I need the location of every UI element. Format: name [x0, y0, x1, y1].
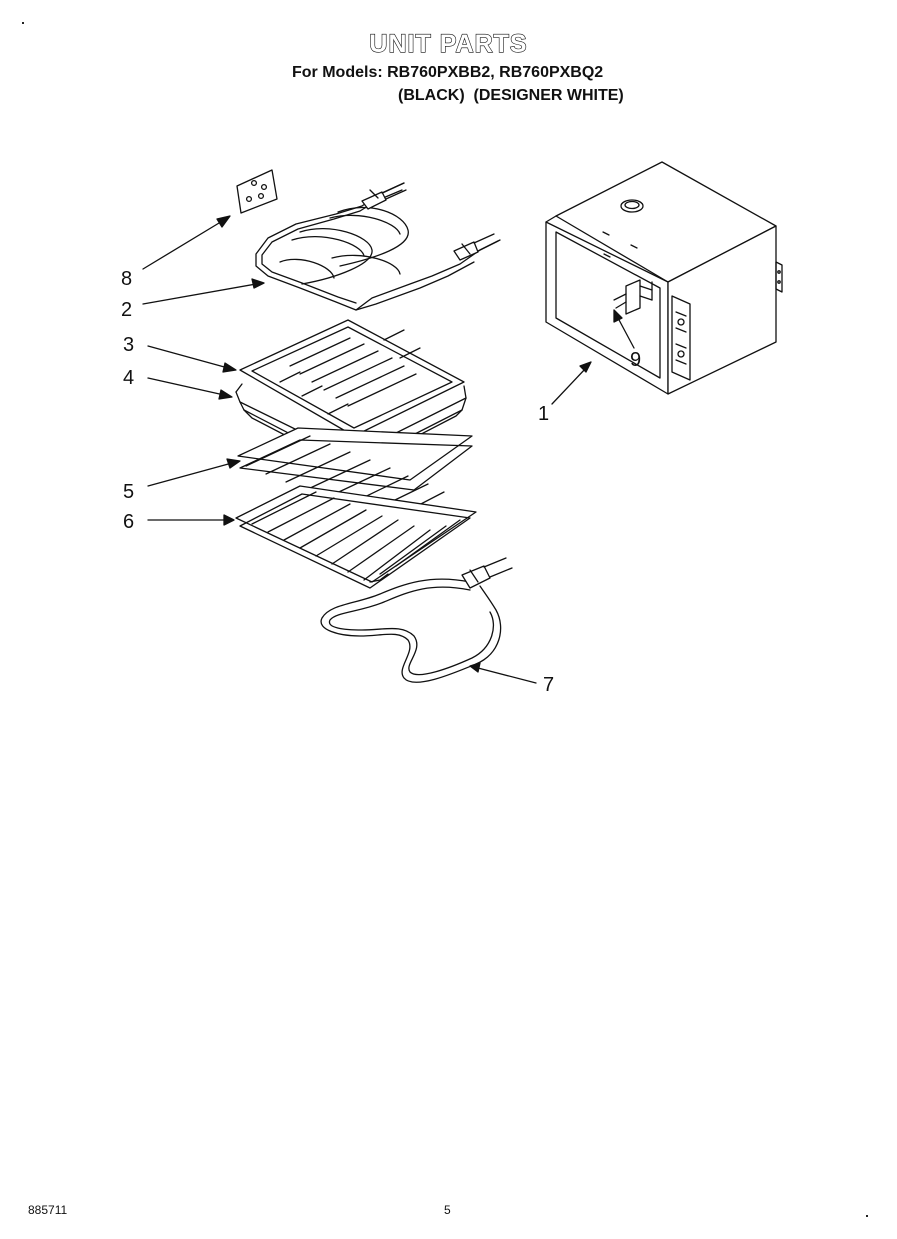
part-7-bake-element [320, 557, 513, 683]
page-title: UNIT PARTS [369, 29, 528, 58]
callout-9: 9 [630, 349, 641, 371]
document-number: 885711 [28, 1203, 68, 1217]
colors-line: (BLACK) (DESIGNER WHITE) [398, 87, 624, 104]
callout-1: 1 [538, 403, 549, 425]
part-1-oven-cavity [545, 161, 783, 395]
leader-lines [142, 215, 635, 684]
part-8-terminal-plate [236, 169, 278, 214]
callout-4: 4 [123, 367, 134, 389]
scan-speck [866, 1215, 868, 1217]
part-9-sensor-bracket [613, 279, 653, 315]
callout-5: 5 [123, 481, 134, 503]
callout-8: 8 [121, 268, 132, 290]
callout-2: 2 [121, 299, 132, 321]
page-number: 5 [444, 1203, 451, 1217]
part-3-broiler-grid [239, 319, 465, 437]
callout-3: 3 [123, 334, 134, 356]
part-2-broil-element [255, 182, 501, 311]
scan-speck [22, 22, 24, 24]
part-6-oven-rack [235, 485, 477, 589]
models-line: For Models: RB760PXBB2, RB760PXBQ2 [292, 64, 604, 81]
callout-7: 7 [543, 674, 554, 696]
callout-6: 6 [123, 511, 134, 533]
